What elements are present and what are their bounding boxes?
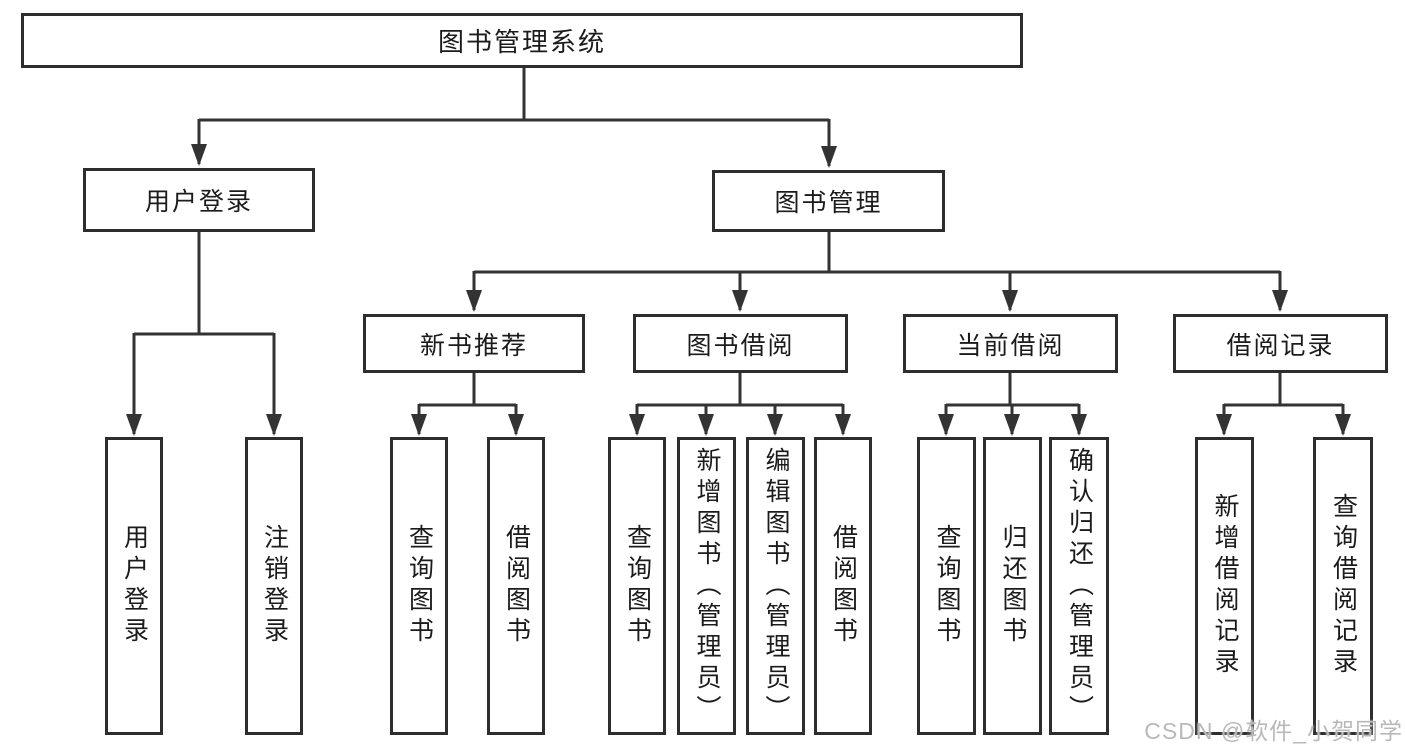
leaf-logout: 注销登录 (245, 437, 303, 735)
node-book-borrowing-label: 图书借阅 (686, 331, 795, 360)
leaf-records-query-record-label: 查询借阅记录 (1329, 493, 1358, 679)
node-current-borrowing: 当前借阅 (903, 314, 1118, 373)
leaf-current-query-books: 查询图书 (917, 437, 976, 735)
leaf-borrowing-query-books: 查询图书 (608, 437, 666, 735)
leaf-records-query-record: 查询借阅记录 (1313, 437, 1373, 735)
node-book-borrowing: 图书借阅 (633, 314, 848, 373)
csdn-watermark: CSDN @软件_小贺同学 (1144, 718, 1403, 744)
leaf-borrowing-add-books-admin-label: 新增图书（管理员） (693, 446, 721, 726)
node-user-login-label: 用户登录 (144, 188, 253, 216)
node-book-management-label: 图书管理 (774, 189, 883, 217)
leaf-newbooks-borrow-books-label: 借阅图书 (502, 524, 531, 648)
leaf-user-login: 用户登录 (105, 437, 163, 735)
leaf-current-query-books-label: 查询图书 (933, 524, 961, 648)
node-book-management: 图书管理 (712, 170, 945, 232)
connector-user-login (126, 232, 282, 436)
node-current-borrowing-label: 当前借阅 (956, 331, 1065, 360)
leaf-newbooks-query-books-label: 查询图书 (405, 524, 434, 648)
node-borrow-records-label: 借阅记录 (1226, 331, 1335, 360)
node-new-book-recommend: 新书推荐 (363, 314, 585, 373)
node-borrow-records: 借阅记录 (1173, 314, 1388, 373)
leaf-current-confirm-return-admin-label: 确认归还（管理员） (1065, 446, 1094, 726)
leaf-borrowing-borrow-books-label: 借阅图书 (829, 524, 858, 648)
leaf-borrowing-add-books-admin: 新增图书（管理员） (677, 437, 736, 735)
connector-book-borrow (629, 373, 851, 436)
connector-root (191, 68, 837, 168)
leaf-records-add-record: 新增借阅记录 (1195, 437, 1254, 735)
leaf-borrowing-query-books-label: 查询图书 (623, 524, 652, 648)
leaf-current-confirm-return-admin: 确认归还（管理员） (1049, 437, 1109, 735)
node-library-system: 图书管理系统 (21, 13, 1023, 68)
leaf-logout-label: 注销登录 (260, 524, 289, 648)
leaf-newbooks-query-books: 查询图书 (390, 437, 448, 735)
leaf-user-login-label: 用户登录 (120, 524, 149, 648)
leaf-current-return-books-label: 归还图书 (999, 524, 1027, 648)
connector-book-mgmt (466, 232, 1288, 312)
leaf-current-return-books: 归还图书 (983, 437, 1042, 735)
leaf-records-add-record-label: 新增借阅记录 (1211, 493, 1239, 679)
node-user-login: 用户登录 (83, 168, 315, 232)
connector-borrow-records (1216, 373, 1351, 436)
leaf-newbooks-borrow-books: 借阅图书 (487, 437, 545, 735)
node-library-system-label: 图书管理系统 (437, 27, 606, 57)
leaf-borrowing-edit-books-admin: 编辑图书（管理员） (746, 437, 805, 735)
node-new-book-recommend-label: 新书推荐 (419, 331, 528, 360)
connector-new-books (411, 373, 524, 436)
leaf-borrowing-borrow-books: 借阅图书 (814, 437, 872, 735)
leaf-borrowing-edit-books-admin-label: 编辑图书（管理员） (762, 446, 790, 726)
connector-current-borrow (938, 373, 1087, 436)
